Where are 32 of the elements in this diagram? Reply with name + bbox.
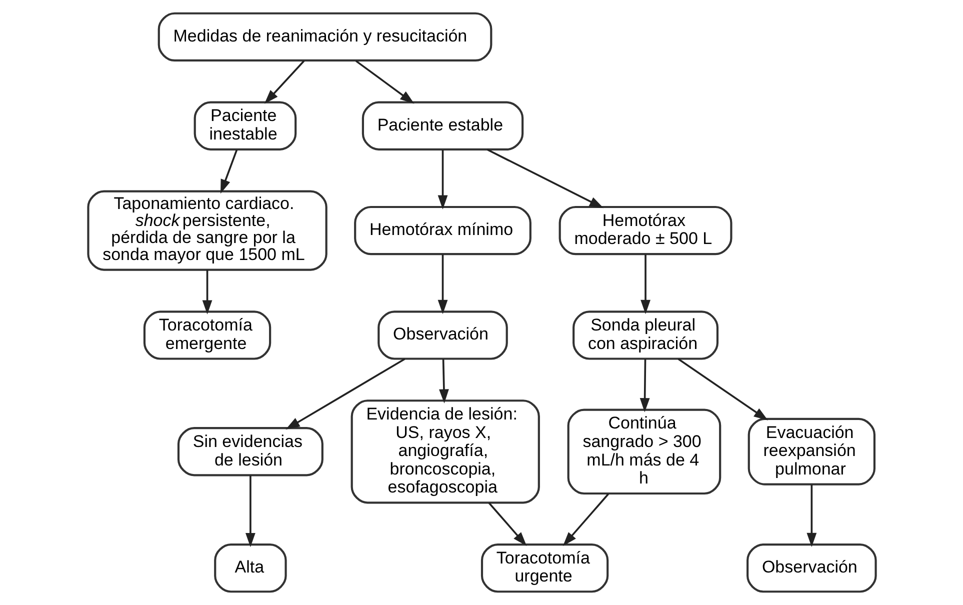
arrow	[486, 148, 604, 208]
node-box: Taponamiento cardiaco. shock persistente, pérdida de sangre por la sonda mayor que 1500 mL	[86, 190, 327, 271]
node-box: Alta	[214, 543, 286, 593]
node-box: Sonda pleural con aspiración	[572, 310, 718, 360]
arrow	[562, 493, 608, 546]
arrow	[245, 475, 255, 548]
node-box: Hemotórax mínimo	[354, 206, 531, 256]
arrow	[488, 502, 526, 546]
node-box: Evacuación reexpansión pulmonar	[747, 418, 875, 486]
arrow	[437, 254, 448, 314]
arrow	[202, 270, 212, 314]
node-box: Observación	[377, 310, 508, 360]
node-box: Evidencia de lesión: US, rayos X, angiografía, broncoscopia, esofagoscopia	[350, 400, 540, 504]
arrow	[806, 484, 816, 547]
node-box: Paciente inestable	[193, 101, 296, 150]
node-box: Toracotomía urgente	[480, 543, 608, 593]
node-box: Sin evidencias de lesión	[176, 427, 323, 476]
arrow	[639, 358, 650, 412]
arrow	[677, 358, 768, 420]
node-box: Observación	[746, 543, 876, 593]
node-box: Hemotórax moderado ± 500 L	[558, 206, 732, 256]
node-box: Continúa sangrado > 300 mL/h más de 4 h	[566, 408, 721, 495]
arrow	[285, 358, 405, 430]
node-box: Medidas de reanimación y resucitación	[157, 12, 492, 62]
arrow	[438, 358, 448, 404]
arrow	[220, 150, 238, 194]
arrow	[437, 150, 448, 210]
arrow	[264, 60, 304, 104]
node-box: Toracotomía emergente	[142, 310, 271, 360]
arrow	[354, 60, 414, 104]
arrow	[640, 254, 650, 314]
node-box: Paciente estable	[361, 101, 524, 150]
